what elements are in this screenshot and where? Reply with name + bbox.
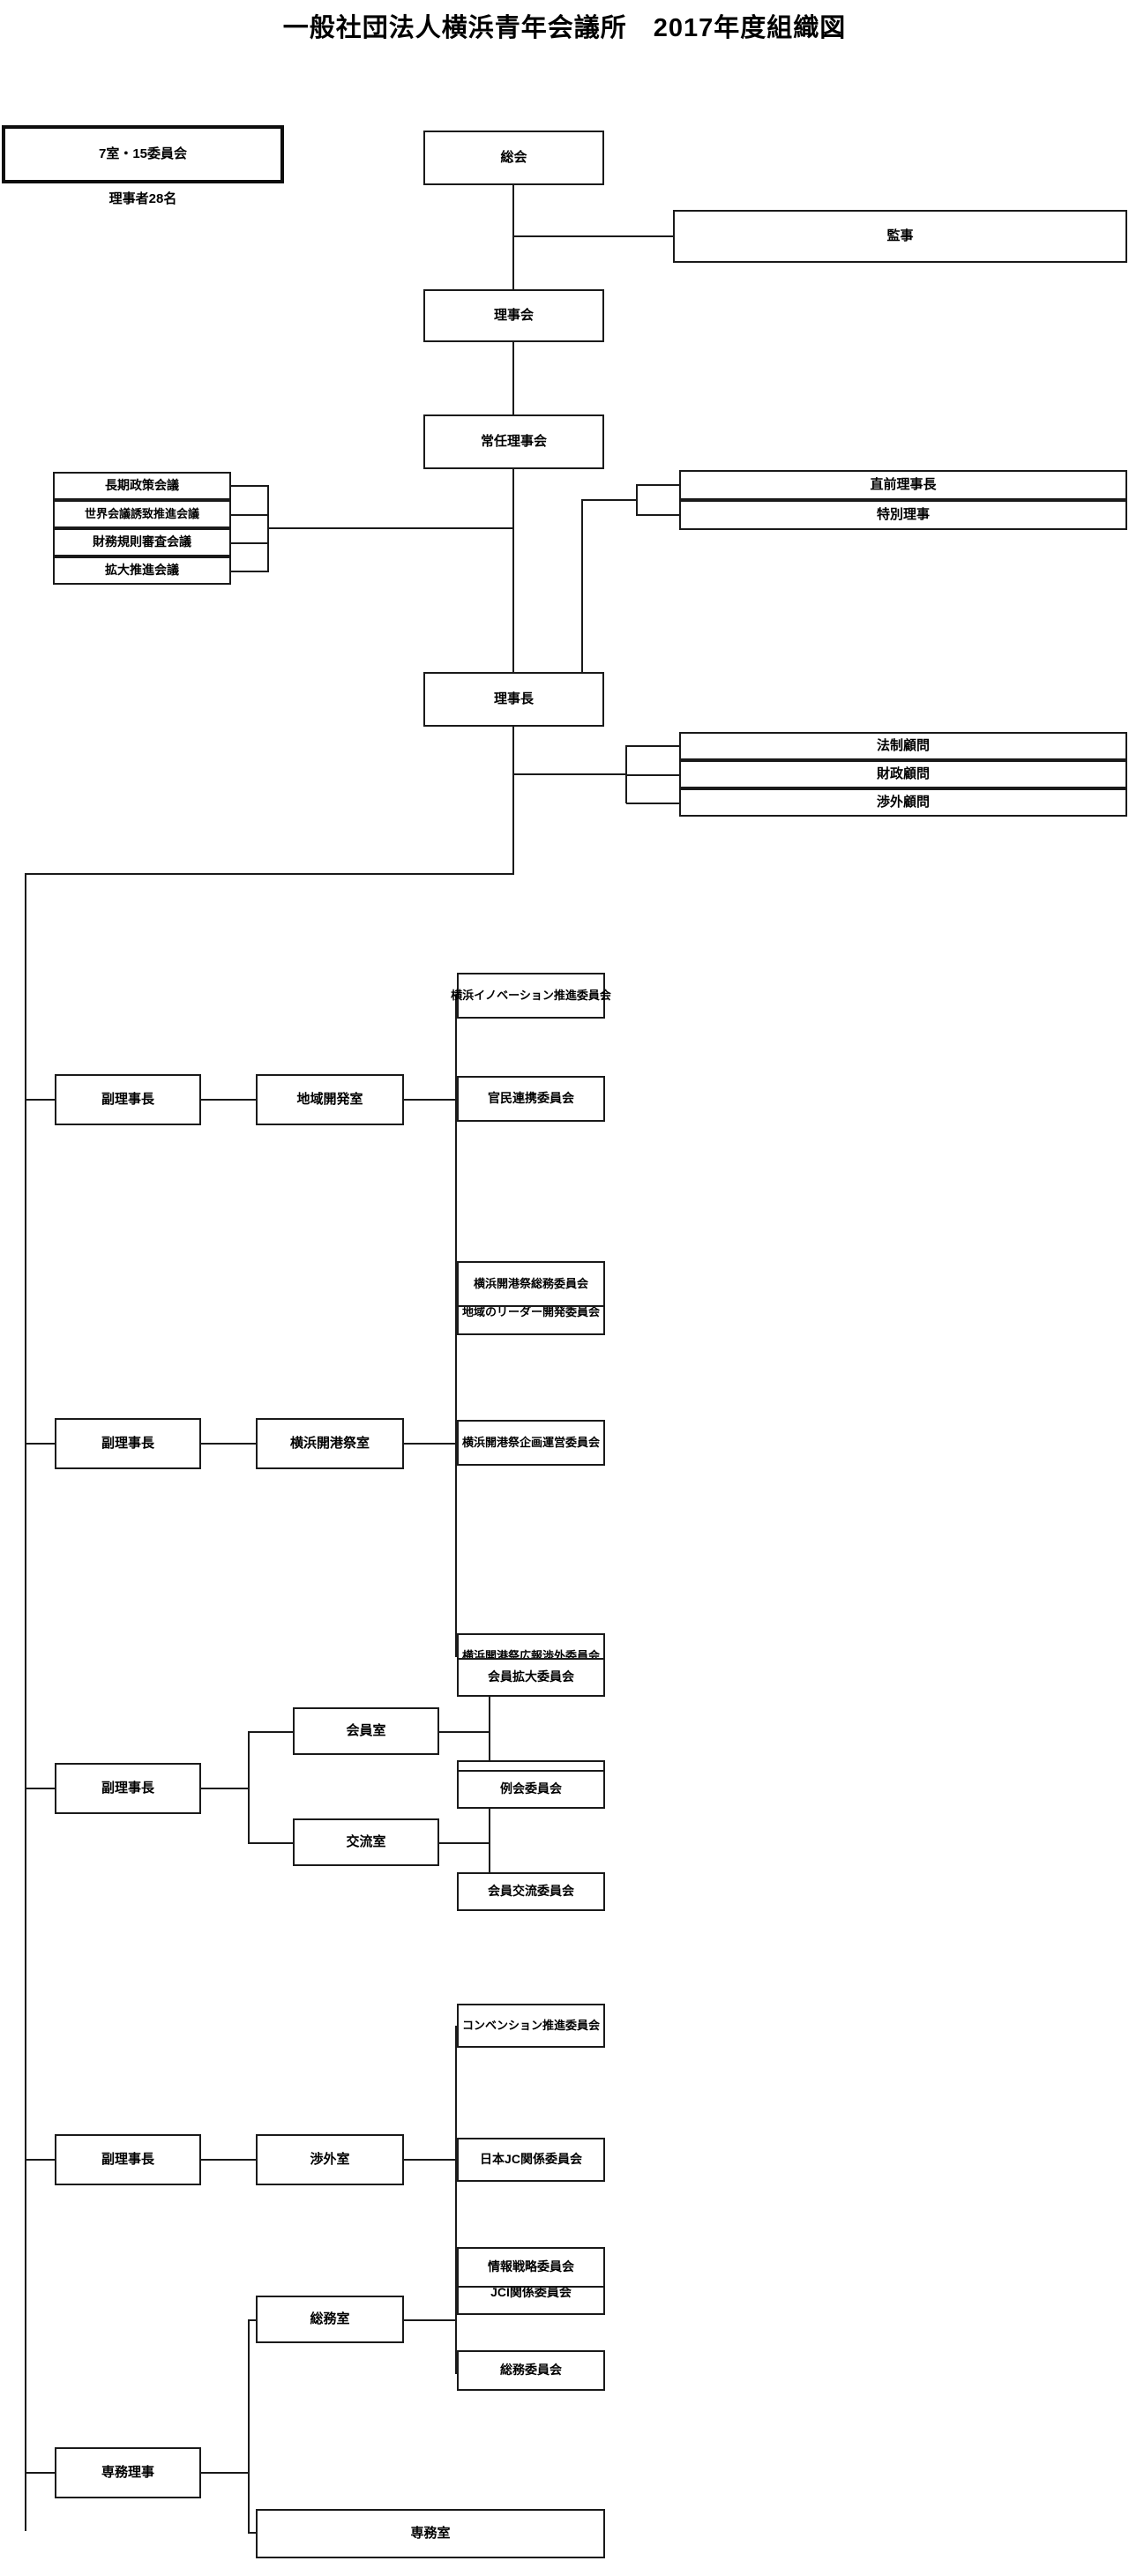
connector-special-1 (637, 514, 681, 516)
page-title: 一般社団法人横浜青年会議所 2017年度組織図 (282, 14, 847, 42)
summary-caption: 理事者28名 (108, 191, 177, 206)
node-room-2-0: 会員室 (293, 1707, 439, 1755)
connector-officer-2-room-0 (248, 1731, 294, 1733)
connector-council-2 (229, 542, 269, 544)
node-advisor-0: 法制顧問 (679, 732, 1127, 760)
connector-president-to-spine (25, 873, 514, 875)
connector-officer-2-out (199, 1788, 249, 1789)
connector-room-0-0-out (402, 1099, 457, 1101)
connector-room-2-1-spine (489, 1789, 490, 1897)
connector-main-spine (25, 873, 26, 2531)
connector-officer-4-spine (248, 2319, 250, 2534)
node-council-0: 長期政策会議 (53, 472, 231, 500)
connector-room-0-0-spine (455, 995, 457, 1314)
connector-advisor-1 (626, 774, 681, 776)
connector-spine-officer-4 (25, 2472, 56, 2474)
node-officer-0: 副理事長 (55, 1074, 201, 1125)
node-committee-2-1-1: 会員交流委員会 (457, 1872, 605, 1911)
connector-advisor-2 (626, 803, 681, 804)
node-committee-0-0-0: 横浜イノベーション推進委員会 (451, 973, 611, 1019)
connector-standing-president (512, 469, 514, 672)
connector-officer-4-out (199, 2472, 249, 2474)
node-general-assembly: 総会 (423, 131, 604, 185)
node-officer-1: 副理事長 (55, 1418, 201, 1469)
node-council-2: 財務規則審査会議 (53, 528, 231, 556)
node-president: 理事長 (423, 672, 604, 727)
connector-president-advisors (512, 773, 626, 775)
node-committee-3-0-1: 日本JC関係委員会 (457, 2138, 605, 2182)
node-committee-4-0-0: 情報戦略委員会 (457, 2247, 605, 2288)
node-committee-1-0-1: 横浜開港祭企画運営委員会 (457, 1420, 605, 1466)
node-room-4-1: 専務室 (256, 2509, 605, 2558)
node-advisor-1: 財政顧問 (679, 760, 1127, 788)
node-auditor: 監事 (673, 210, 1127, 263)
node-advisor-2: 渉外顧問 (679, 788, 1127, 817)
node-committee-1-0-0: 横浜開港祭総務委員会 (457, 1261, 605, 1307)
node-officer-3: 副理事長 (55, 2134, 201, 2185)
node-room-4-0: 総務室 (256, 2296, 404, 2343)
connector-special-drop (581, 499, 583, 676)
node-special-director-1: 特別理事 (679, 500, 1127, 530)
node-room-3-0: 渉外室 (256, 2134, 404, 2185)
connector-officer-room-1 (199, 1443, 258, 1445)
connector-room-2-1-out (437, 1842, 490, 1844)
node-committee-3-0-0: コンベンション推進委員会 (457, 2004, 605, 2048)
node-committee-2-0-0: 会員拡大委員会 (457, 1658, 605, 1697)
node-committee-2-1-0: 例会委員会 (457, 1770, 605, 1809)
connector-council-1 (229, 514, 269, 516)
node-committee-4-0-1: 総務委員会 (457, 2350, 605, 2391)
connector-assembly-board (512, 185, 514, 291)
connector-spine-officer-2 (25, 1788, 56, 1789)
connector-council-3 (229, 571, 269, 572)
connector-council-0 (229, 485, 269, 487)
connector-room-4-0-spine (455, 2266, 457, 2374)
connector-spine-officer-0 (25, 1099, 56, 1101)
connector-room-2-0-spine (489, 1677, 490, 1785)
connector-room-4-0-out (402, 2319, 457, 2321)
connector-officer-2-room-1 (248, 1842, 294, 1844)
node-room-0-0: 地域開発室 (256, 1074, 404, 1125)
node-standing-board: 常任理事会 (423, 414, 604, 469)
node-room-2-1: 交流室 (293, 1818, 439, 1866)
connector-board-auditor (512, 235, 675, 237)
connector-special-0 (637, 484, 681, 486)
connector-officer-room-0 (199, 1099, 258, 1101)
connector-spine-officer-3 (25, 2159, 56, 2161)
node-officer-4: 専務理事 (55, 2447, 201, 2498)
node-room-1-0: 横浜開港祭室 (256, 1418, 404, 1469)
connector-special-in (582, 499, 637, 501)
connector-room-1-0-spine (455, 1283, 457, 1657)
connector-officer-room-3 (199, 2159, 258, 2161)
connector-advisor-0 (626, 745, 681, 747)
connector-room-1-0-out (402, 1443, 457, 1445)
connector-spine-officer-1 (25, 1443, 56, 1445)
connector-special-spine (636, 484, 638, 516)
node-special-director-0: 直前理事長 (679, 470, 1127, 500)
node-board-of-directors: 理事会 (423, 289, 604, 342)
connector-board-standing (512, 342, 514, 414)
connector-advisor-spine (625, 745, 627, 803)
node-committee-0-0-1: 官民連携委員会 (457, 1076, 605, 1122)
node-council-1: 世界会議誘致推進会議 (53, 500, 231, 528)
node-officer-2: 副理事長 (55, 1763, 201, 1814)
connector-officer-2-spine (248, 1731, 250, 1844)
connector-room-3-0-out (402, 2159, 457, 2161)
summary-box: 7室・15委員会 (2, 125, 284, 183)
connector-president-down (512, 727, 514, 875)
connector-room-2-0-out (437, 1731, 490, 1733)
node-council-3: 拡大推進会議 (53, 556, 231, 585)
connector-council-to-trunk (267, 527, 514, 529)
